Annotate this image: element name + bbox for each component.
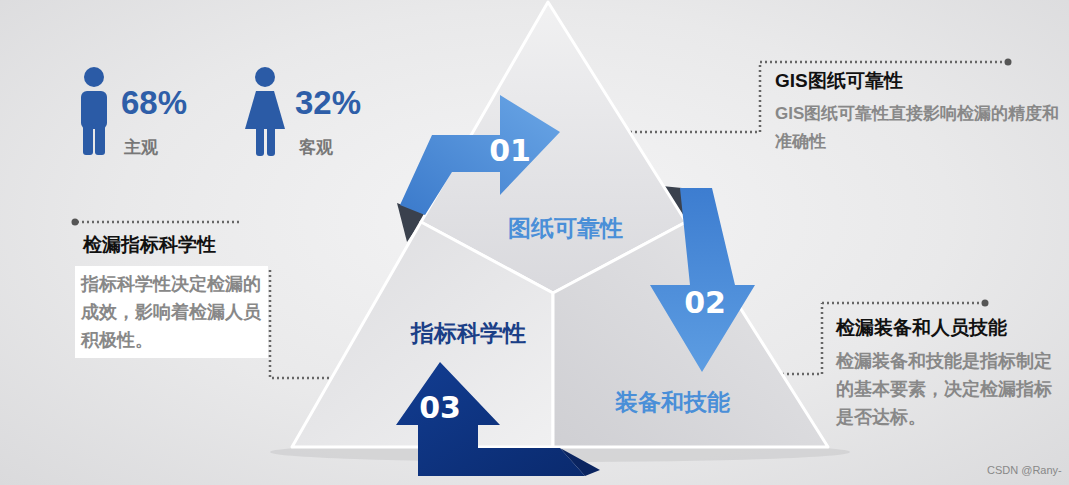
shape-fill: [650, 188, 755, 372]
percent-value: 68%: [121, 84, 187, 122]
shape-outline: [400, 95, 560, 215]
shape-outline: [650, 188, 755, 372]
step-number: 01: [489, 133, 531, 168]
callout: 检漏装备和人员技能检漏装备和技能是指标制定的基本要素，决定检漏指标是否达标。: [822, 303, 1064, 431]
cycle-arrow: 03: [396, 362, 585, 476]
male-icon: [81, 67, 107, 155]
cycle-arrow: 02: [650, 188, 755, 372]
segment-label: 装备和技能: [615, 387, 730, 418]
step-number: 03: [419, 390, 461, 425]
callout-heading: 检漏指标科学性: [83, 232, 268, 258]
callout-body: GIS图纸可靠性直接影响检漏的精度和准确性: [775, 100, 1060, 156]
segment-label: 指标科学性: [411, 318, 526, 349]
step-number: 02: [684, 285, 726, 320]
callout-body: 检漏装备和技能是指标制定的基本要素，决定检漏指标是否达标。: [836, 347, 1064, 431]
callout: 检漏指标科学性指标科学性决定检漏的成效，影响着检漏人员积极性。: [75, 222, 268, 358]
shape-fill: [292, 222, 553, 447]
stat-caption: 主观: [124, 136, 158, 159]
callout-body: 指标科学性决定检漏的成效，影响着检漏人员积极性。: [75, 266, 268, 358]
callout: GIS图纸可靠性 GIS图纸可靠性直接影响检漏的精度和准确性: [760, 62, 1060, 156]
callout-heading: GIS图纸可靠性: [775, 68, 1060, 94]
callout-heading: 检漏装备和人员技能: [836, 315, 1064, 341]
percent-value: 32%: [295, 84, 361, 122]
cycle-arrow: 01: [400, 95, 560, 215]
female-icon: [245, 67, 285, 156]
watermark: CSDN @Rany-: [987, 464, 1062, 476]
segment-label: 图纸可靠性: [508, 213, 623, 244]
shape-fill: [396, 362, 585, 476]
shape-fill: [400, 95, 560, 215]
stat-caption: 客观: [299, 136, 333, 159]
